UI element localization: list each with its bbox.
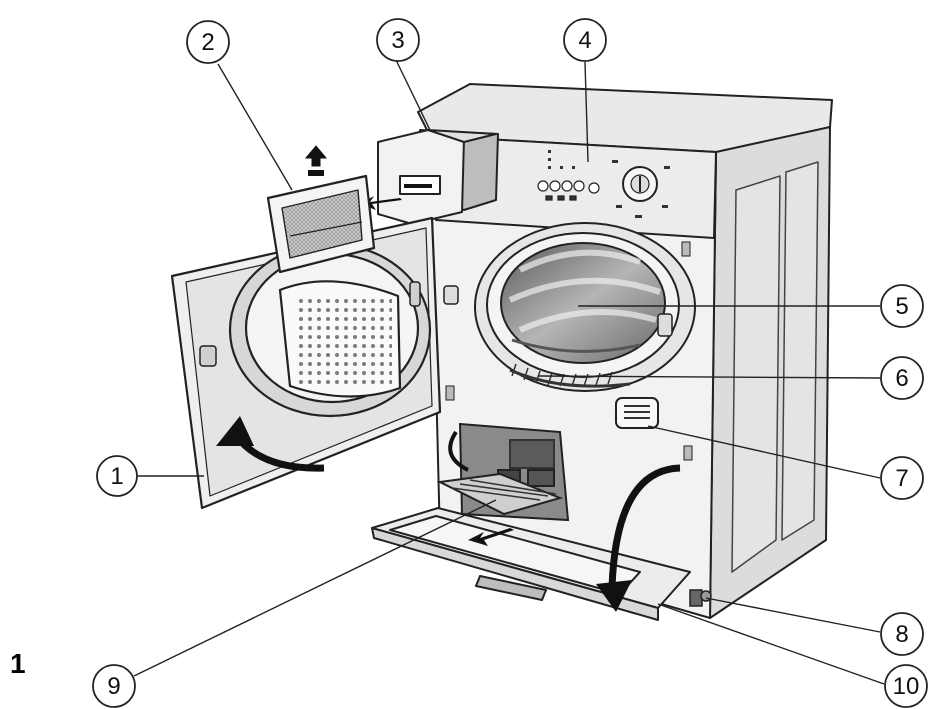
leader-10	[657, 603, 885, 685]
callout-2: 2	[186, 20, 230, 64]
flap-arrow	[608, 464, 681, 589]
leader-6	[537, 375, 881, 379]
callout-6: 6	[880, 356, 924, 400]
fluff-filter	[266, 174, 376, 274]
leader-7	[647, 425, 881, 479]
container-arrow	[360, 196, 402, 210]
callout-4: 4	[563, 18, 607, 62]
door-vent-dots	[296, 294, 392, 386]
drain-hose-foot	[689, 589, 712, 607]
callout-7-label: 7	[895, 465, 908, 492]
callout-3: 3	[376, 18, 420, 62]
callout-1: 1	[96, 455, 138, 497]
callout-4-label: 4	[578, 27, 591, 54]
drum	[474, 222, 696, 392]
figure-label: 1	[10, 648, 26, 679]
callout-9-label: 9	[107, 673, 120, 700]
heat-exchanger	[436, 472, 564, 516]
callout-2-label: 2	[201, 29, 214, 56]
callout-8: 8	[880, 612, 924, 656]
leader-9	[133, 499, 497, 677]
callout-5: 5	[880, 284, 924, 328]
water-container	[377, 129, 499, 225]
callout-9: 9	[92, 664, 136, 708]
door-filter-fins	[509, 368, 631, 388]
callout-3-label: 3	[391, 27, 404, 54]
leader-3	[395, 59, 431, 131]
leader-2	[217, 63, 293, 191]
leader-lines	[133, 59, 885, 685]
filter-arrow	[304, 145, 328, 167]
callout-7: 7	[880, 456, 924, 500]
leader-8	[705, 597, 881, 633]
callout-1-label: 1	[110, 463, 123, 490]
callout-10-label: 10	[893, 673, 920, 700]
callout-8-label: 8	[895, 621, 908, 648]
callout-10: 10	[884, 664, 928, 708]
leader-4	[584, 61, 589, 163]
control-panel-details	[537, 166, 658, 202]
exchanger-arrow	[468, 528, 514, 546]
ventilation-grille	[615, 397, 659, 429]
callout-5-label: 5	[895, 293, 908, 320]
callout-6-label: 6	[895, 365, 908, 392]
drum-interior	[500, 242, 666, 364]
